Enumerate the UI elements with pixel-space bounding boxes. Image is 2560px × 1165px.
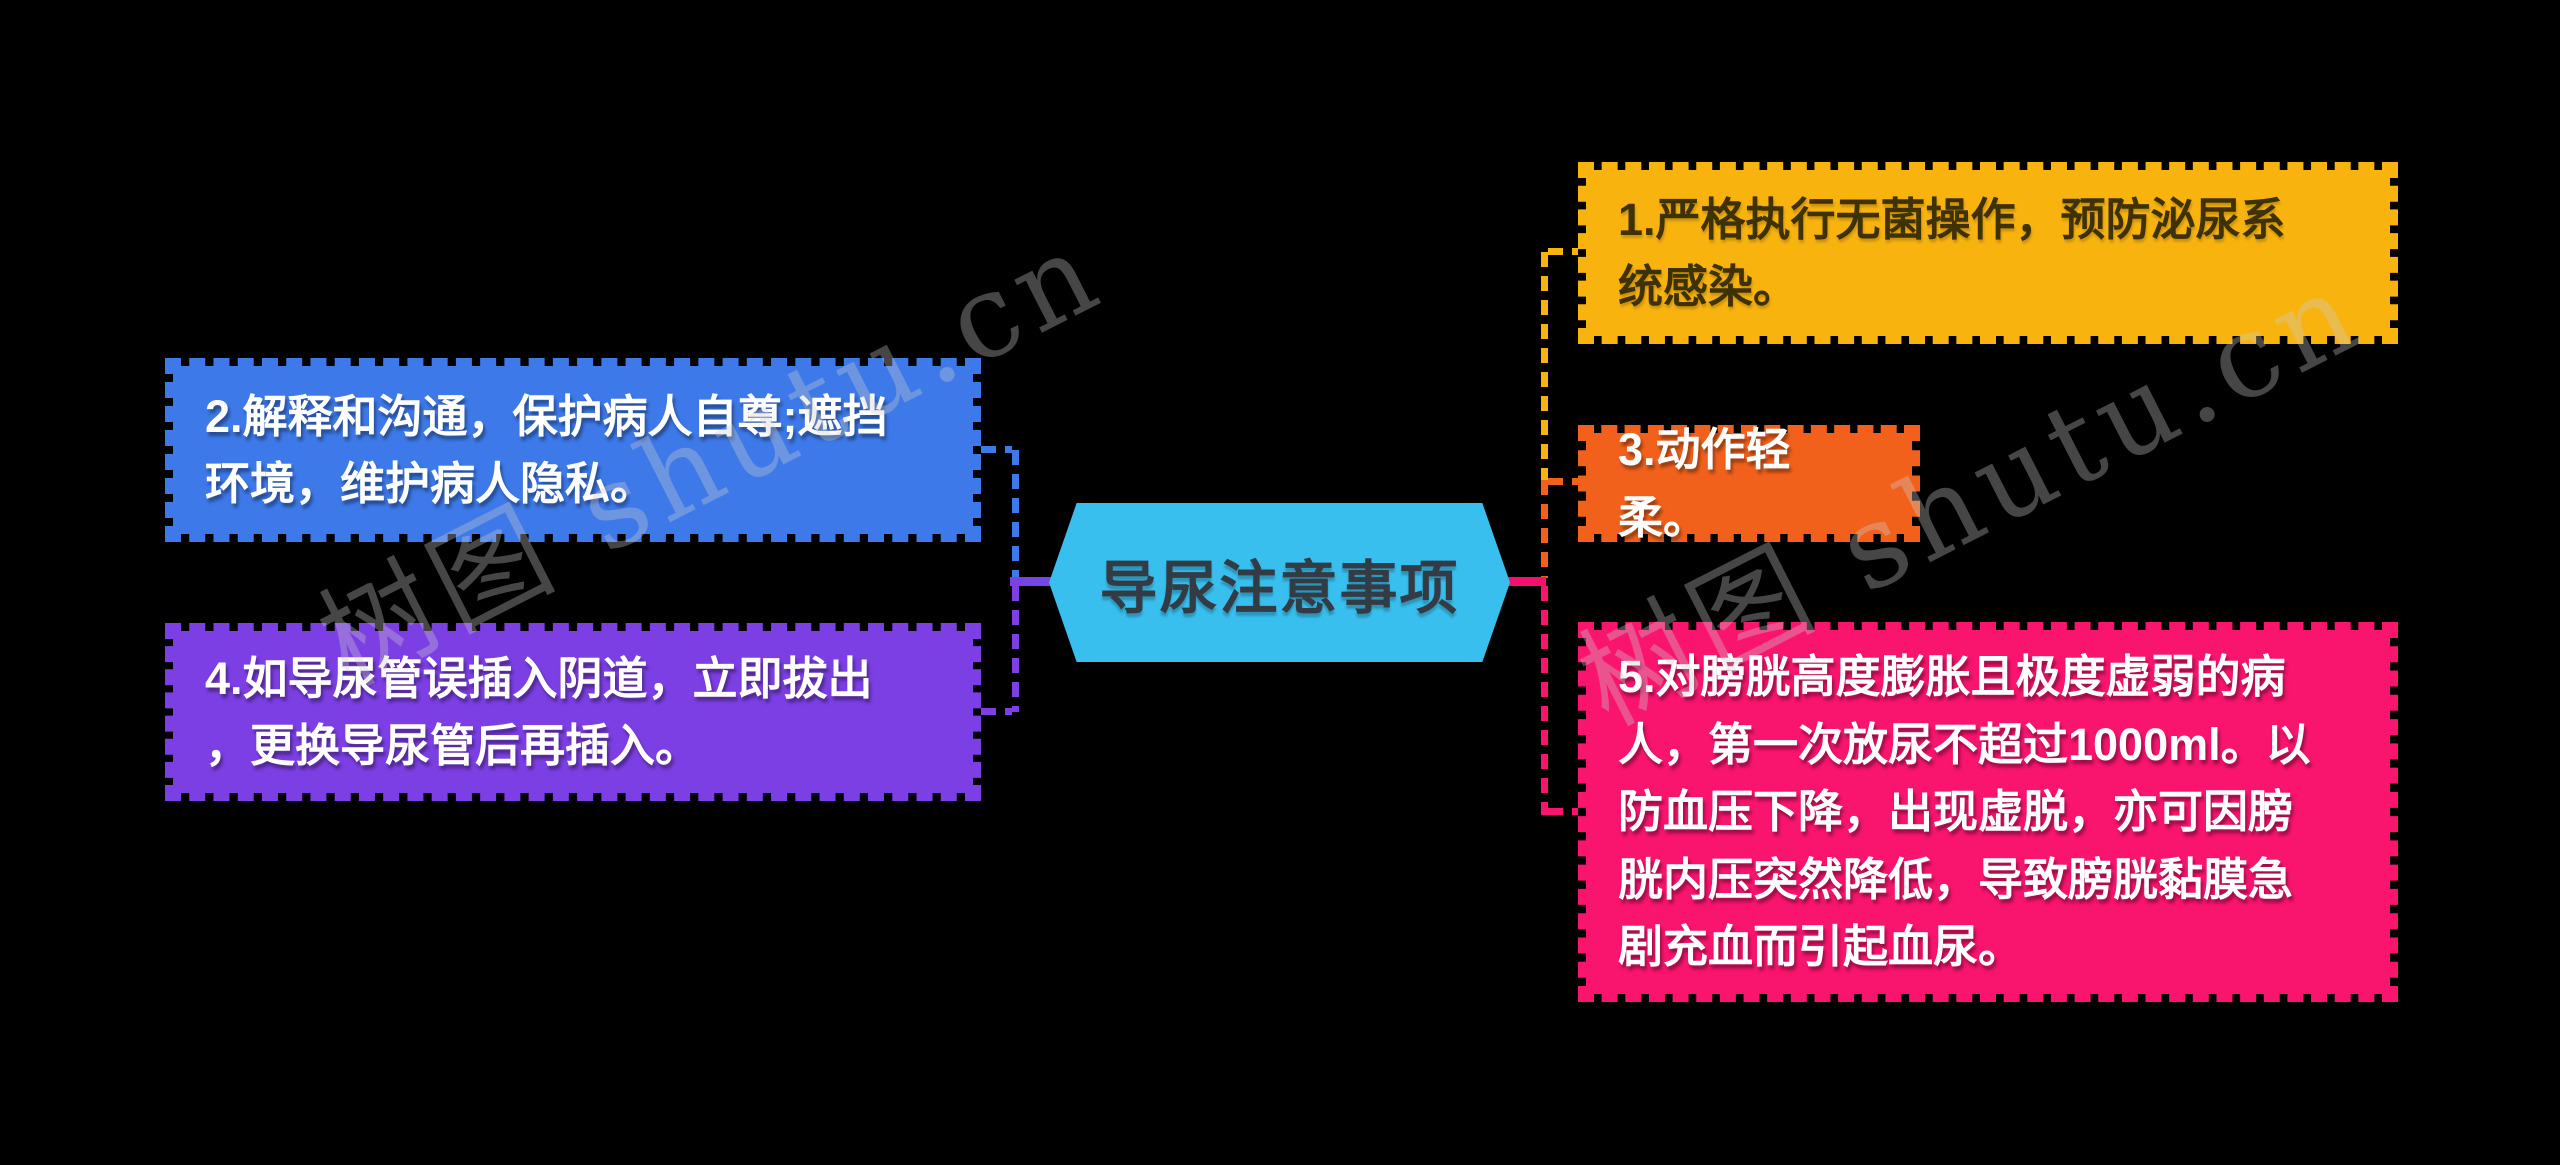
connector-elbow-node-5 — [1548, 808, 1578, 815]
connector-elbow-node-1 — [1548, 248, 1578, 255]
node-3-gentle-action[interactable]: 3.动作轻柔。 — [1578, 424, 1920, 543]
center-left-link-line — [1010, 577, 1055, 586]
left-trunk-lower-dashed-line — [1012, 586, 1019, 712]
right-trunk-middle-dashed-line — [1541, 480, 1548, 578]
node-2-explain-privacy[interactable]: 2.解释和沟通，保护病人自尊;遮挡 环境，维护病人隐私。 — [165, 358, 981, 542]
right-trunk-lower-dashed-line — [1541, 586, 1548, 815]
connector-elbow-node-3 — [1548, 478, 1578, 485]
connector-elbow-node-2 — [981, 446, 1012, 453]
node-5-bladder-distension[interactable]: 5.对膀胱高度膨胀且极度虚弱的病 人，第一次放尿不超过1000ml。以 防血压下… — [1578, 622, 2398, 1002]
node-1-sterile-operation[interactable]: 1.严格执行无菌操作，预防泌尿系 统感染。 — [1578, 162, 2398, 344]
right-trunk-upper-dashed-line — [1541, 252, 1548, 480]
connector-elbow-node-4 — [981, 708, 1012, 715]
left-trunk-upper-dashed-line — [1012, 450, 1019, 578]
center-node-title[interactable]: 导尿注意事项 — [1049, 503, 1510, 662]
center-right-link-line — [1506, 577, 1546, 586]
node-4-wrong-insertion[interactable]: 4.如导尿管误插入阴道，立即拔出 ，更换导尿管后再插入。 — [165, 623, 981, 801]
